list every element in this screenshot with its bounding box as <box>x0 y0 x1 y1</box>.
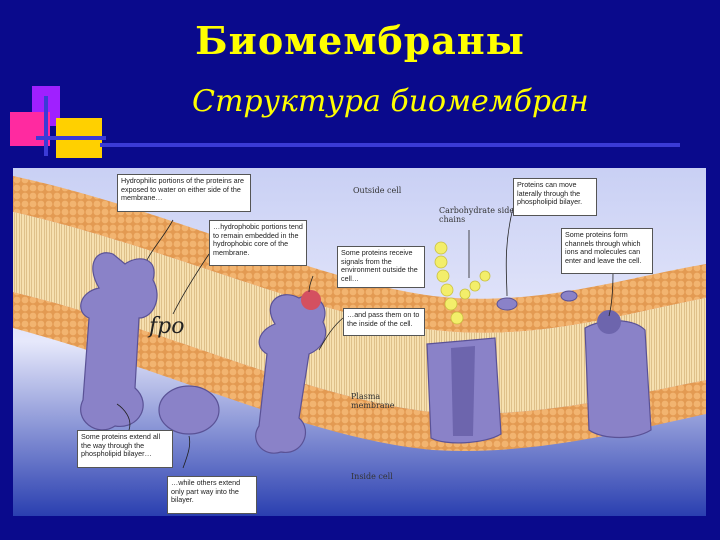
label-carbohydrate-chains: Carbohydrate side chains <box>439 206 515 224</box>
fpo-watermark: fpo <box>149 314 185 339</box>
slide-title: Биомембраны <box>195 18 525 63</box>
decorative-squares <box>10 86 106 158</box>
slide-subtitle: Структура биомембран <box>192 84 589 119</box>
callout-move-laterally: Proteins can move laterally through the … <box>513 178 597 216</box>
callout-extend-part-way: …while others extend only part way into … <box>167 476 257 514</box>
callout-hydrophilic: Hydrophilic portions of the proteins are… <box>117 174 251 212</box>
label-inside-cell: Inside cell <box>351 472 393 481</box>
callout-hydrophobic: …hydrophobic portions tend to remain emb… <box>209 220 307 266</box>
callout-extend-all-way: Some proteins extend all the way through… <box>77 430 173 468</box>
label-plasma-membrane: Plasma membrane <box>351 392 395 410</box>
callout-form-channels: Some proteins form channels through whic… <box>561 228 653 274</box>
label-outside-cell: Outside cell <box>353 186 402 195</box>
title-divider <box>100 143 680 147</box>
callout-receive-signals: Some proteins receive signals from the e… <box>337 246 425 288</box>
membrane-figure: Outside cell Carbohydrate side chains Pl… <box>13 168 706 516</box>
callout-pass-signals: …and pass them on to the inside of the c… <box>343 308 425 336</box>
